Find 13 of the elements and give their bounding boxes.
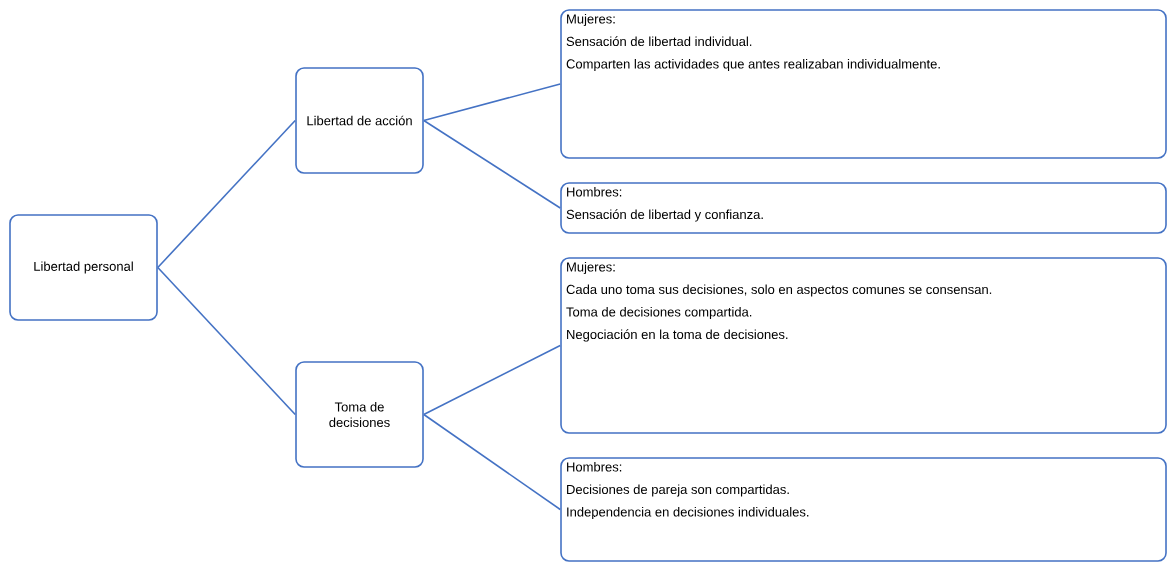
connector-line (423, 344, 561, 416)
concept-box: Libertad de acción (295, 67, 424, 174)
concept-box: Toma de decisiones (295, 361, 424, 468)
connector-line (423, 83, 561, 122)
detail-box: Mujeres: Cada uno toma sus decisiones, solo en aspectos comunes se consensan. Toma de decisiones compartida. Negociación en la toma de decisiones. (560, 257, 1167, 434)
connector-line (157, 119, 296, 269)
connector-line (157, 266, 296, 416)
connector-line (423, 413, 561, 511)
detail-box: Hombres: Decisiones de pareja son compartidas. Independencia en decisiones individuales. (560, 457, 1167, 562)
concept-box: Libertad personal (9, 214, 158, 321)
detail-box: Mujeres: Sensación de libertad individual. Comparten las actividades que antes realizaban individualmente. (560, 9, 1167, 159)
detail-box: Hombres: Sensación de libertad y confianza. (560, 182, 1167, 234)
connector-line (423, 119, 561, 209)
